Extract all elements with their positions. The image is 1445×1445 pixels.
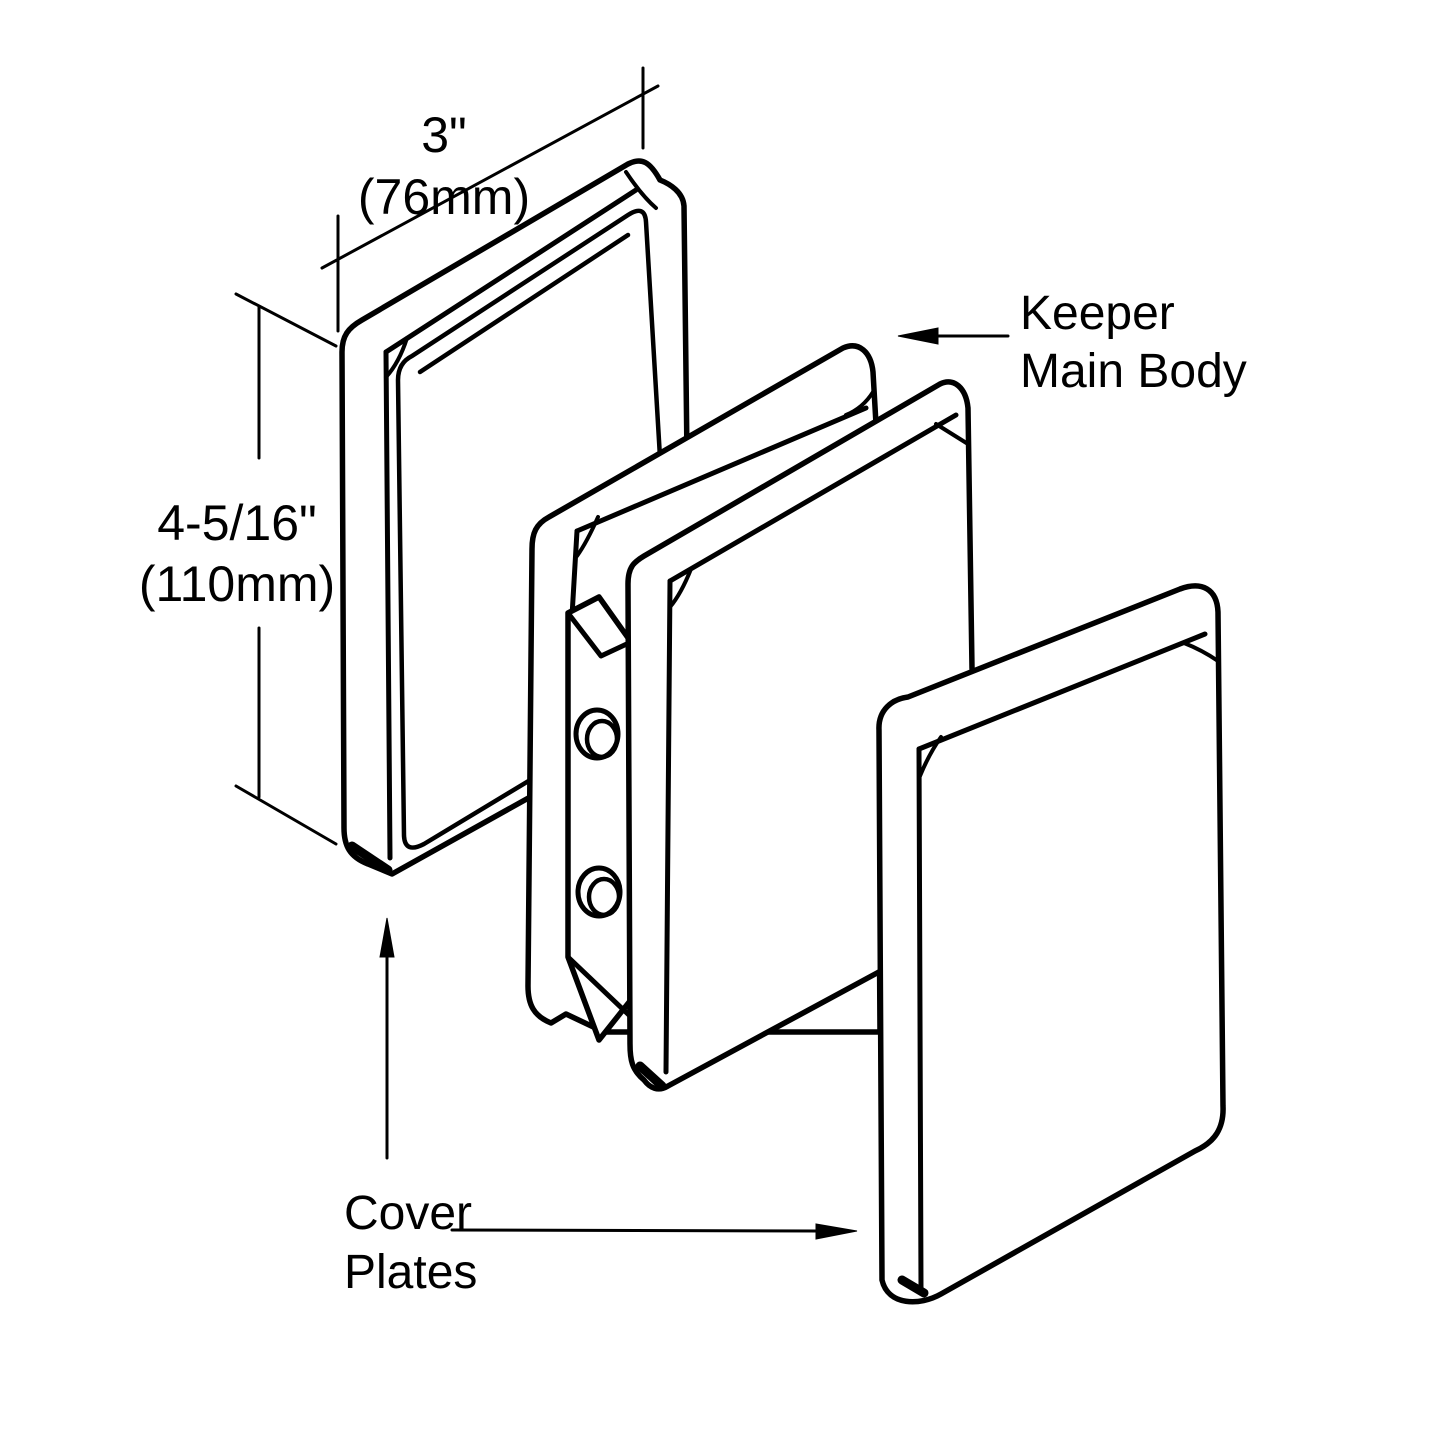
height-extension-tick-bottom [234,784,338,846]
keeper-front-plate-fillet-tr [934,422,970,446]
keeper-back-plate-side-face-edge [569,528,580,619]
left-plate-recess-shadow-line [417,232,631,375]
keeper-label-line1: Keeper [1020,287,1175,340]
left-plate-corner-bl [347,841,393,875]
keeper-front-plate-side-face-edge [663,578,673,1075]
height-dimension-inches: 4-5/16" [157,495,317,551]
cover-arrow-right-shaft [450,1228,822,1233]
cover-label-line2: Plates [344,1246,477,1299]
keeper-arrow-head [897,327,939,345]
keeper-front-plate-corner-bl [635,1061,667,1091]
mounting-bracket [565,594,637,1043]
keeper-back-plate-fillet-tl [575,515,600,558]
right-cover-plate [876,583,1226,1305]
width-dimension-mm: (76mm) [358,169,530,225]
width-dimension-inches: 3" [421,107,467,163]
dimension-height: 4-5/16" (110mm) [139,292,338,846]
keeper-back-plate-top-face-edge [574,405,869,534]
keeper-back-plate-fillet-tr [844,390,875,417]
right-plate-side-face-edge [916,746,924,1291]
right-plate-fillet-tl [918,735,943,778]
bracket-screw-hole-top-counterbore [584,718,620,760]
keeper-front-plate-fillet-tl [668,567,693,609]
right-plate-silhouette [876,583,1226,1305]
bracket-top-face-edges [565,610,634,659]
left-plate-top-face-edge [383,187,639,355]
right-plate-fillet-tr [1182,641,1220,663]
keeper-callout: Keeper Main Body [897,287,1247,398]
bracket-screw-hole-bottom-counterbore [586,876,622,918]
cover-label-line1: Cover [344,1187,472,1240]
cover-arrow-right-head [815,1223,858,1240]
cover-arrow-up-head [379,917,395,958]
bracket-silhouette [565,594,637,1043]
left-plate-corner-fillet-tl [384,336,409,379]
dimension-width: 3" (76mm) [320,66,660,333]
cover-plates-callout: Cover Plates [344,917,858,1299]
right-plate-top-face-edge [916,631,1208,752]
height-extension-tick-top [234,292,338,348]
height-dimension-mm: (110mm) [139,556,335,612]
left-plate-corner-fillet-tr [624,170,658,210]
keeper-label-line2: Main Body [1020,345,1247,398]
left-plate-side-face-edge [383,349,393,861]
keeper-front-plate-top-face-edge [667,412,959,584]
right-plate-corner-bl [897,1275,929,1298]
width-dimension-line [320,84,660,270]
